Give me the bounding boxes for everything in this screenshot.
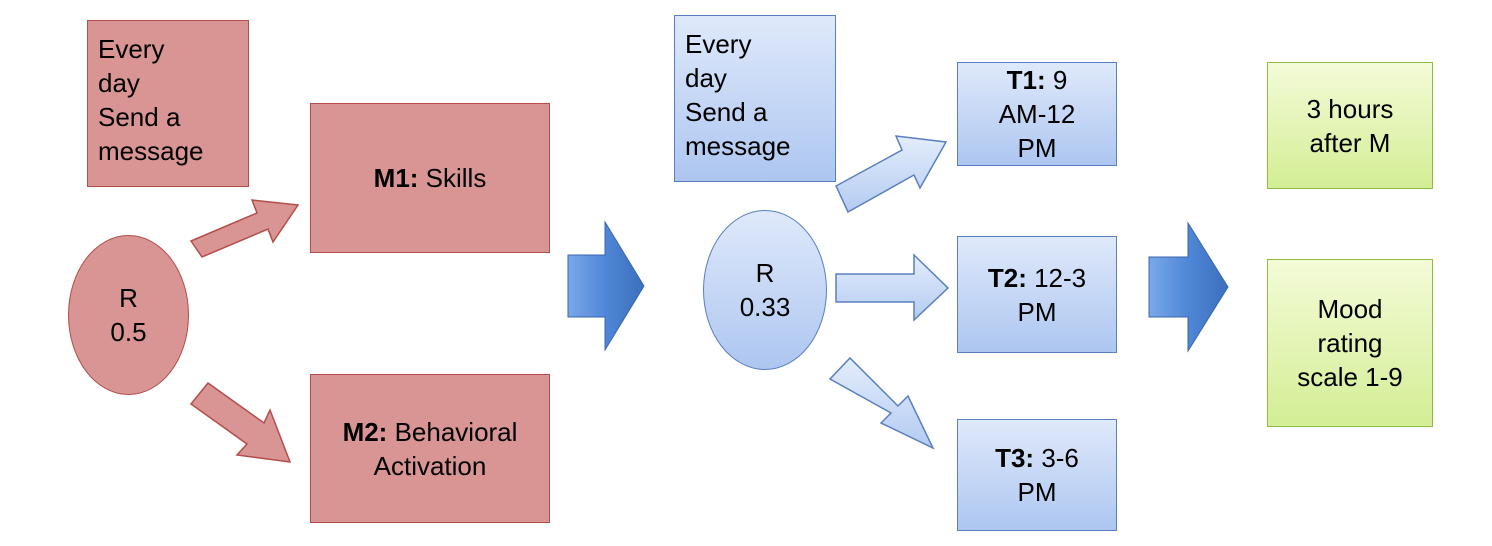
randomizer-label: R: [755, 258, 775, 288]
arrow-to-t1: [835, 135, 948, 214]
outcome-delay-box: 3 hours after M: [1267, 62, 1433, 189]
t2-line2: PM: [1017, 296, 1057, 327]
arrow-to-m2: [189, 381, 292, 463]
arrow-to-t2: [835, 253, 950, 322]
note-line: day: [98, 68, 140, 98]
randomizer-probability: 0.33: [739, 292, 791, 322]
t1-line2: AM-12: [998, 99, 1076, 129]
note-line: Every: [685, 29, 752, 59]
arrow-to-t3: [828, 356, 935, 450]
big-arrow-right: [1148, 221, 1229, 353]
t1-line1: T1: 9: [1006, 65, 1068, 95]
randomizer-node-left: R 0.5: [68, 235, 189, 395]
time-window-t3: T3: 3-6 PM: [957, 419, 1117, 531]
t1-line3: PM: [1017, 133, 1057, 163]
rating-line1: Mood: [1317, 294, 1383, 324]
t2-line1: T2: 12-3: [987, 262, 1087, 293]
time-window-t1: T1: 9 AM-12 PM: [957, 62, 1117, 166]
note-line: message: [685, 131, 791, 161]
message-type-m1: M1: Skills: [310, 103, 550, 253]
note-line: Send a: [685, 97, 768, 127]
delay-line1: 3 hours: [1306, 93, 1394, 124]
note-line: day: [685, 63, 727, 93]
right-schedule-note: Every day Send a message: [674, 15, 836, 182]
note-line: Every: [98, 34, 165, 64]
note-line: message: [98, 136, 204, 166]
t3-line1: T3: 3-6: [995, 443, 1079, 473]
rating-line2: rating: [1317, 328, 1383, 358]
m2-label-line2: Activation: [373, 450, 487, 481]
rating-line3: scale 1-9: [1297, 362, 1403, 392]
randomizer-label: R: [119, 283, 138, 313]
t3-line2: PM: [1017, 477, 1057, 507]
m2-label-line1: M2: Behavioral: [342, 416, 518, 447]
message-type-m2: M2: Behavioral Activation: [310, 374, 550, 523]
randomizer-probability: 0.5: [110, 317, 147, 347]
randomizer-node-right: R 0.33: [703, 210, 827, 370]
arrow-to-m1: [189, 199, 300, 258]
delay-line2: after M: [1309, 127, 1391, 158]
left-schedule-note: Every day Send a message: [87, 20, 249, 187]
time-window-t2: T2: 12-3 PM: [957, 236, 1117, 353]
m1-label: M1: Skills: [373, 163, 487, 193]
note-line: Send a: [98, 102, 181, 132]
outcome-mood-rating-box: Mood rating scale 1-9: [1267, 259, 1433, 427]
big-arrow-left: [567, 220, 645, 352]
